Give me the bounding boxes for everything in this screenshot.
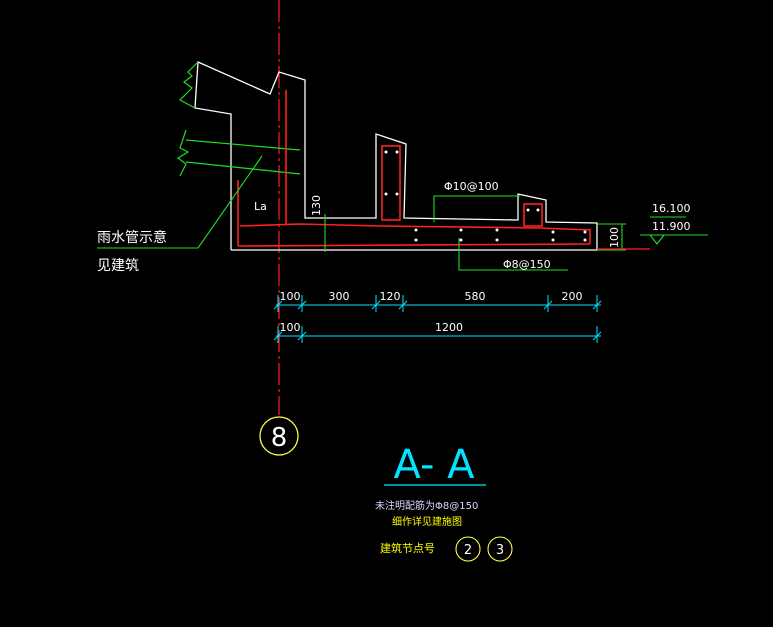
note-line-1: 未注明配筋为Φ8@150 [375,499,478,512]
anchorage-label: La [254,200,267,213]
dim-text: 100 [280,321,301,334]
dim-text: 200 [562,290,583,303]
elevation-upper: 16.100 [652,202,691,215]
break-line [176,61,301,177]
dim-text: 1200 [435,321,463,334]
detail-ref-number: 3 [496,543,504,558]
rebar [237,90,591,247]
dim-text: 300 [329,290,350,303]
note-line-2: 细作详见建施图 [392,515,462,528]
elevation-lower: 11.900 [652,220,691,233]
detail-ref-circle [455,536,481,562]
axis-number: 8 [271,423,288,453]
rebar-top-label: Φ10@100 [444,180,499,193]
see-arch-label: 见建筑 [97,258,139,274]
dim-text: 120 [380,290,401,303]
detail-ref-number: 2 [464,543,472,558]
dim-text: 580 [465,290,486,303]
downpipe-label: 雨水管示意 [97,229,167,246]
thickness-100-label: 100 [608,227,621,248]
dim-text: 100 [280,290,301,303]
axis-bubble [259,416,299,456]
height-130-label: 130 [310,195,323,216]
rebar-dots [384,150,587,242]
dimension-lines [273,295,602,343]
concrete-outline [194,61,598,251]
leader-lines [97,155,708,271]
detail-ref-circle [487,536,513,562]
rebar-bottom-label: Φ8@150 [503,258,551,271]
section-title: A- A [394,442,476,488]
detail-ref-label: 建筑节点号 [380,541,435,555]
